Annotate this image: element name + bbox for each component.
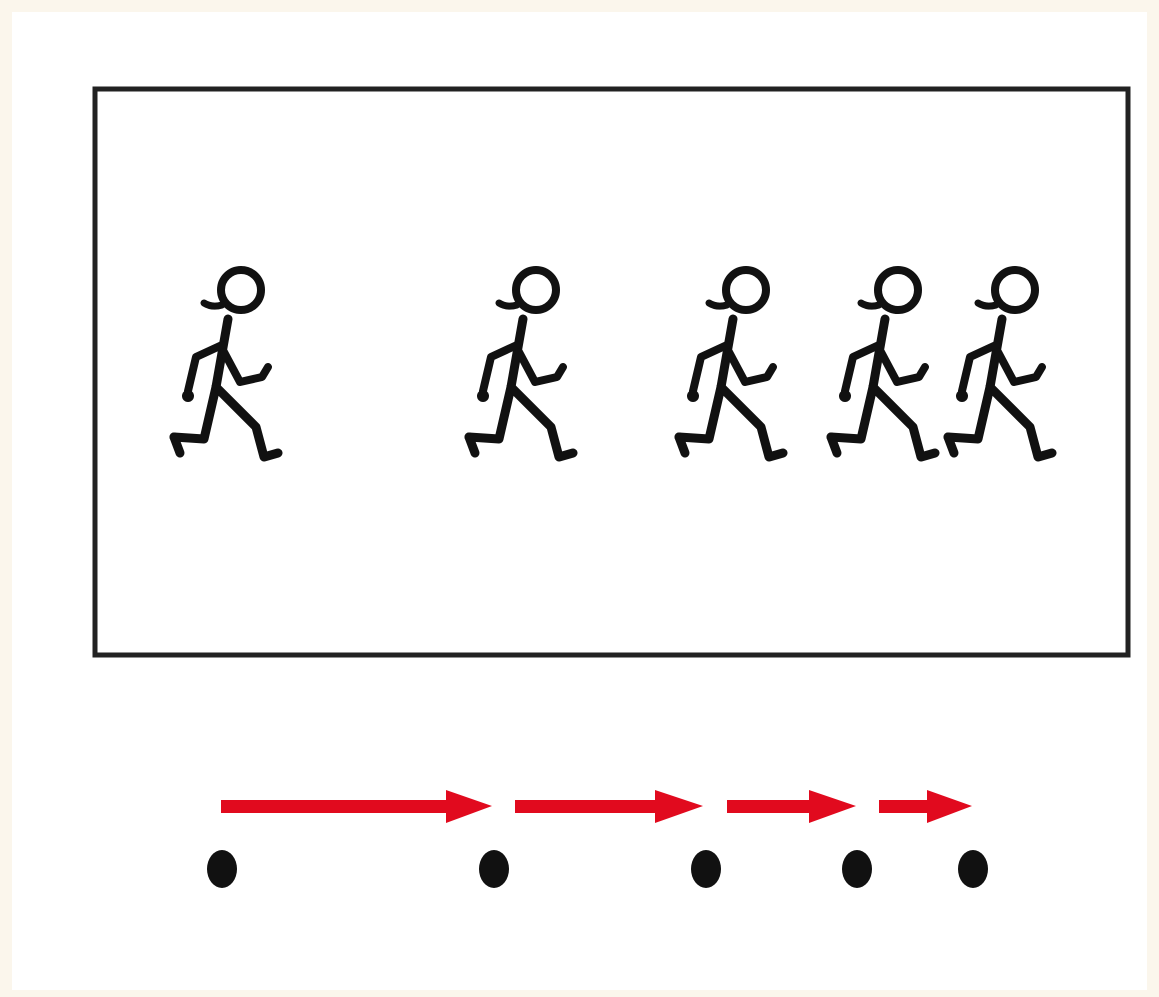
motion-diagram: [92, 86, 1131, 888]
arrow-right-icon: [879, 790, 972, 823]
running-figure-icon: [469, 270, 573, 457]
running-figure-icon: [174, 270, 278, 457]
position-dot-icon: [691, 850, 721, 888]
position-dot-icon: [207, 850, 237, 888]
position-dot-icon: [479, 850, 509, 888]
figure-canvas: [12, 12, 1147, 990]
arrow-right-icon: [727, 790, 856, 823]
arrow-right-icon: [515, 790, 703, 823]
position-dot-icon: [842, 850, 872, 888]
running-figure-icon: [679, 270, 783, 457]
running-figure-icon: [831, 270, 935, 457]
track-frame: [92, 86, 1131, 658]
arrow-right-icon: [221, 790, 492, 823]
position-dot-icon: [958, 850, 988, 888]
running-figure-icon: [948, 270, 1052, 457]
